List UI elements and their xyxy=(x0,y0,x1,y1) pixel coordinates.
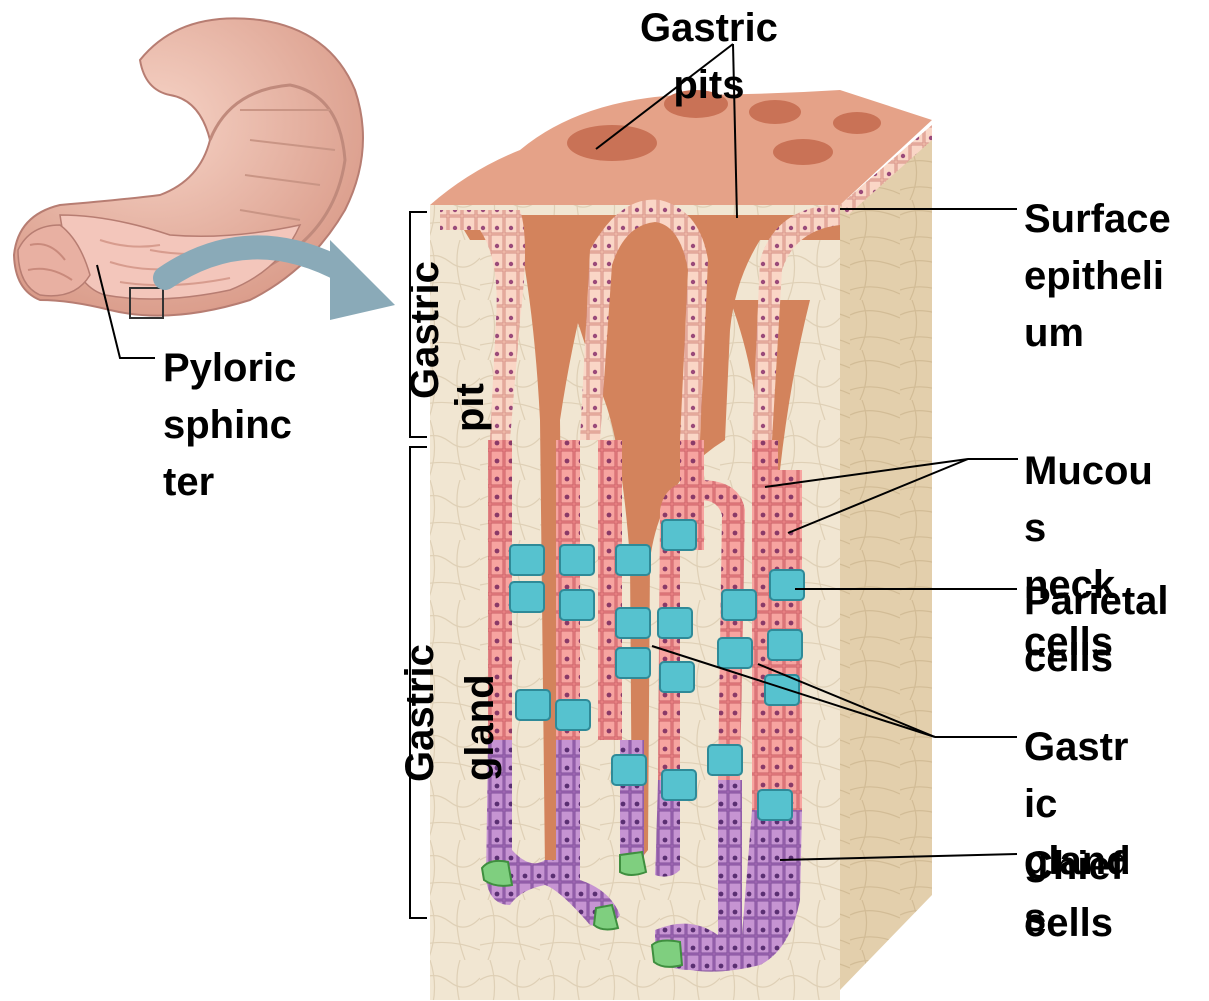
label-surface-epithelium: Surface epitheli um xyxy=(1024,191,1171,362)
label-gastric-pit-line1: Gastric xyxy=(401,249,449,399)
label-gastric-gland-line2: gland xyxy=(456,661,504,781)
label-chief-cells: Chief cells xyxy=(1024,838,1124,952)
label-pyloric-sphincter: Pyloric sphinc ter xyxy=(163,340,296,511)
label-gastric-gland-line1: Gastric xyxy=(396,622,444,782)
label-parietal-cells: Parietal cells xyxy=(1024,573,1169,687)
label-gastric-pit-line2: pit xyxy=(446,332,494,432)
block-side-face xyxy=(840,125,932,990)
label-gastric-pits: Gastric pits xyxy=(640,0,778,114)
